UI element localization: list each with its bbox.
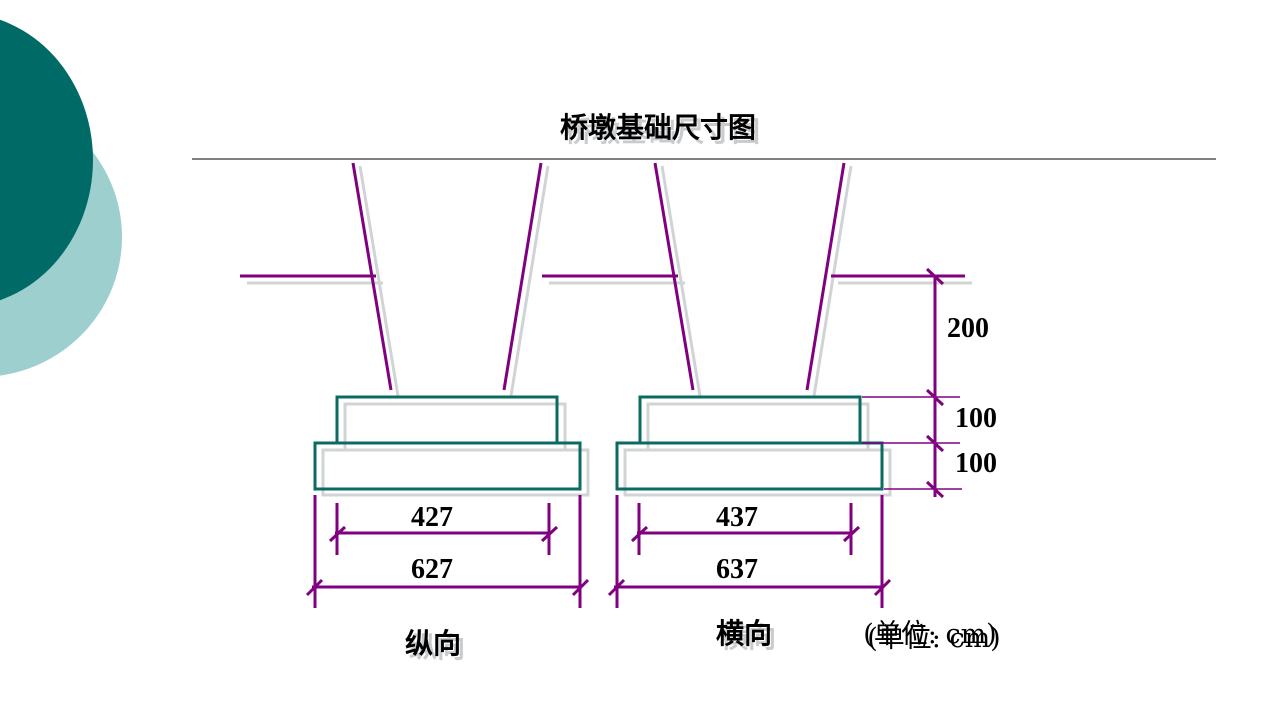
longitudinal-top-width: 427 (411, 502, 453, 533)
pier-leg-right (805, 162, 846, 391)
transverse-label-shadow: 横向 (720, 621, 776, 654)
diagram-title: 桥墩基础尺寸图 (560, 111, 756, 144)
diagram-title-group: 桥墩基础尺寸图 桥墩基础尺寸图 (192, 111, 1216, 160)
unit-note-shadow: (单位: cm) (867, 623, 1000, 654)
longitudinal-shadow (247, 165, 590, 497)
longitudinal-view: 427 627 纵向 纵向 (240, 162, 590, 664)
dimension-lines (607, 495, 892, 608)
dimension-lines (305, 495, 590, 608)
transverse-view: 437 637 200 100 100 横向 横向 (542, 162, 997, 654)
longitudinal-bottom-width: 627 (411, 554, 453, 585)
upper-step-height: 100 (955, 403, 997, 434)
dark-ellipse (0, 19, 93, 301)
footing-lower (313, 441, 582, 491)
transverse-top-width: 437 (716, 502, 758, 533)
transverse-shadow (549, 165, 972, 497)
lower-step-height: 100 (955, 448, 997, 479)
pier-height: 200 (947, 313, 989, 344)
longitudinal-label-shadow: 纵向 (409, 631, 465, 664)
unit-note: (单位: cm) (863, 619, 996, 650)
pier-leg-right (502, 162, 543, 391)
background-decoration (0, 19, 122, 376)
transverse-label: 横向 (716, 617, 772, 650)
footing-lower (615, 441, 884, 491)
transverse-bottom-width: 637 (716, 554, 758, 585)
height-dimension-lines (862, 267, 962, 499)
longitudinal-label: 纵向 (405, 627, 461, 660)
title-shadow: 桥墩基础尺寸图 (564, 115, 760, 148)
